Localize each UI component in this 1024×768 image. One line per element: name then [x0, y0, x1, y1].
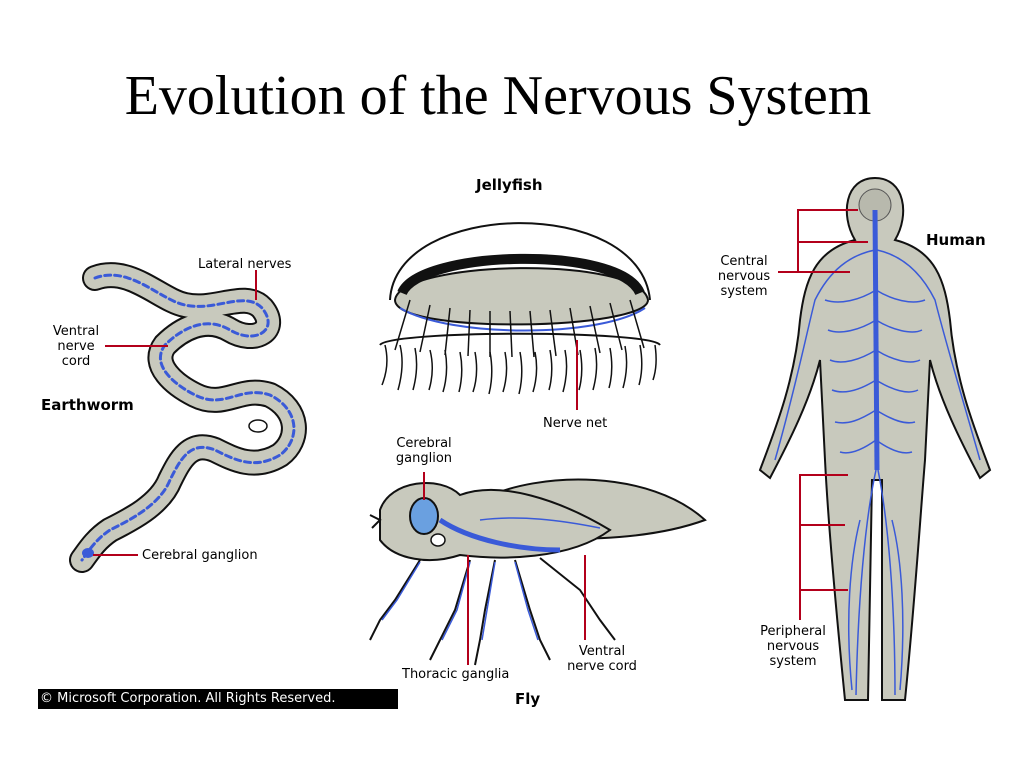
slide-title: Evolution of the Nervous System	[124, 65, 872, 127]
jellyfish-tentacles	[381, 344, 657, 395]
fly-name: Fly	[515, 690, 541, 708]
earthworm-ventral-nerve-cord-label: Ventral nerve cord	[52, 324, 100, 369]
earthworm-nerve-cord	[80, 273, 296, 562]
copyright-notice: © Microsoft Corporation. All Rights Rese…	[38, 689, 398, 709]
human-central-nervous-system-label: Central nervous system	[717, 254, 771, 299]
jellyfish-illustration	[379, 222, 661, 395]
human-illustration	[758, 176, 992, 701]
fly-ventral-nerve-cord-label: Ventral nerve cord	[567, 644, 637, 674]
earthworm-cerebral-ganglion-label: Cerebral ganglion	[142, 548, 258, 563]
human-peripheral-nervous-system-label: Peripheral nervous system	[760, 624, 826, 669]
earthworm-lateral-nerves-label: Lateral nerves	[198, 257, 292, 272]
jellyfish-nerve-net-label: Nerve net	[543, 416, 608, 431]
earthworm-name: Earthworm	[41, 396, 134, 414]
fly-legs	[369, 557, 616, 666]
fly-illustration	[369, 478, 707, 666]
earthworm-illustration	[69, 262, 307, 573]
human-name: Human	[926, 231, 986, 249]
fly-cerebral-ganglion-label: Cerebral ganglion	[395, 436, 453, 466]
fly-eye	[409, 497, 439, 535]
jellyfish-name: Jellyfish	[476, 176, 543, 194]
fly-thoracic-ganglia-label: Thoracic ganglia	[402, 667, 510, 682]
human-spinal-cord	[872, 209, 880, 471]
human-peripheral-nerves	[774, 249, 981, 696]
